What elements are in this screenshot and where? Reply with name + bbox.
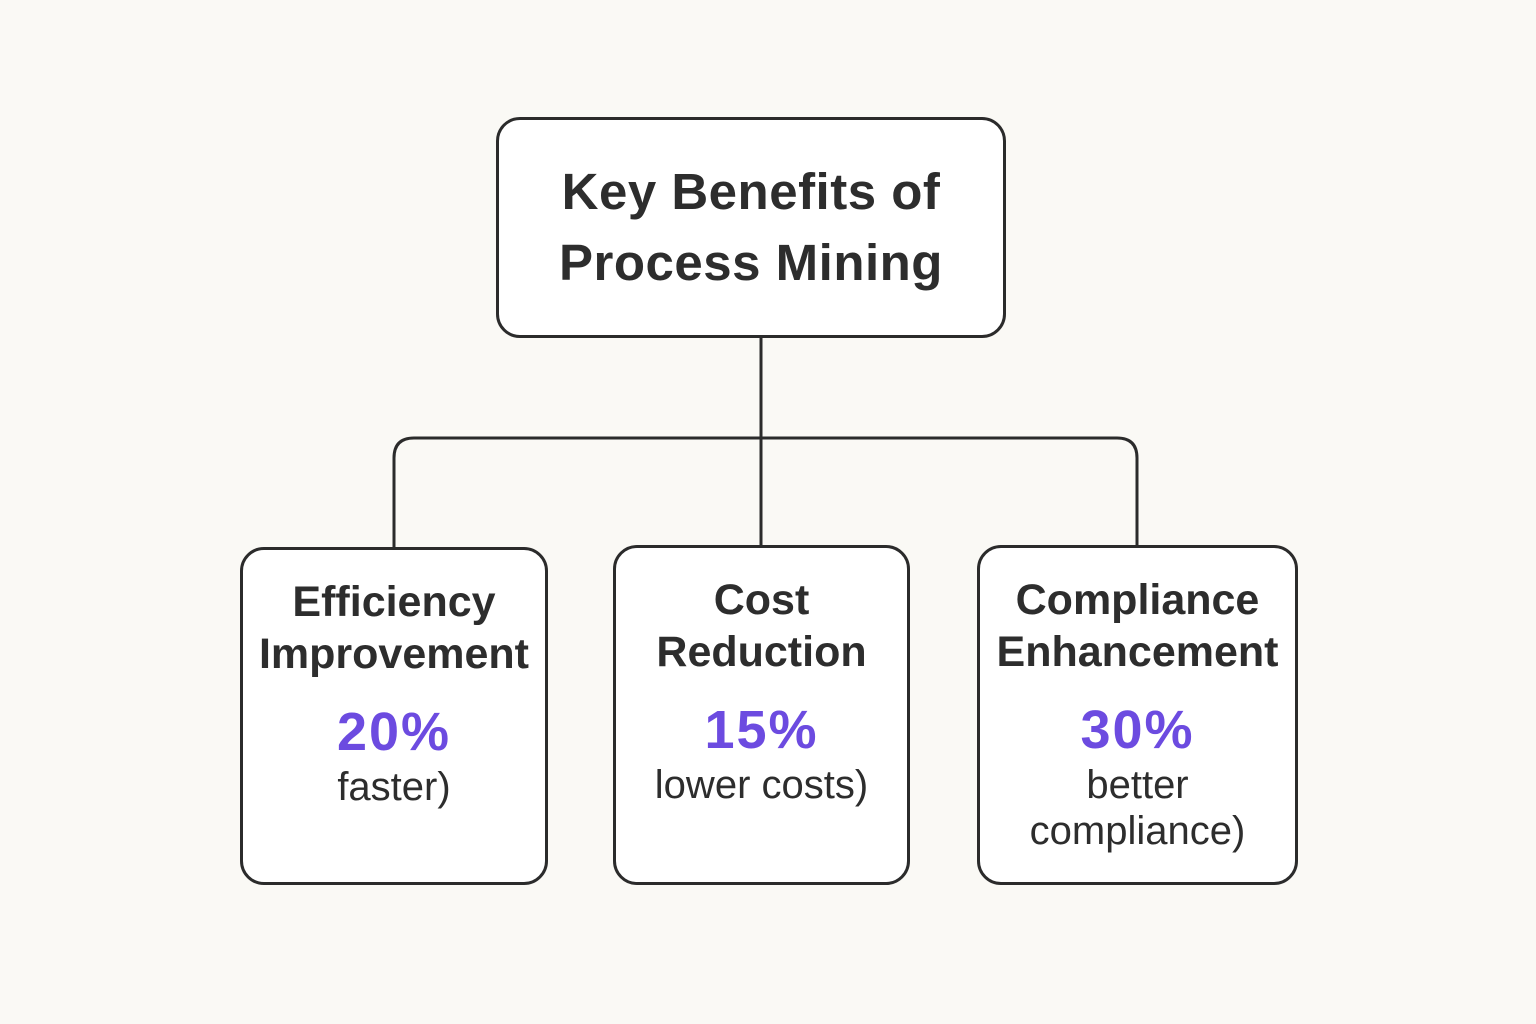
node-title: Efficiency Improvement bbox=[258, 578, 529, 679]
node-percent-value: 30% bbox=[1080, 699, 1195, 760]
node-percent-value: 15% bbox=[704, 699, 819, 760]
node-cost-reduction: Cost Reduction 15% lower costs) bbox=[613, 545, 910, 885]
node-title: Compliance Enhancement bbox=[996, 576, 1279, 677]
connector-branches bbox=[392, 436, 1139, 547]
node-compliance-enhancement: Compliance Enhancement 30% better compli… bbox=[977, 545, 1298, 885]
root-node: Key Benefits of Process Mining bbox=[496, 117, 1006, 338]
node-efficiency-improvement: Efficiency Improvement 20% faster) bbox=[240, 547, 548, 885]
node-caption: better compliance) bbox=[1029, 763, 1246, 854]
node-caption: lower costs) bbox=[654, 763, 869, 808]
root-node-title: Key Benefits of Process Mining bbox=[559, 163, 943, 291]
node-percent-value: 20% bbox=[336, 701, 452, 762]
node-title: Cost Reduction bbox=[656, 576, 867, 677]
node-caption: faster) bbox=[337, 765, 451, 810]
